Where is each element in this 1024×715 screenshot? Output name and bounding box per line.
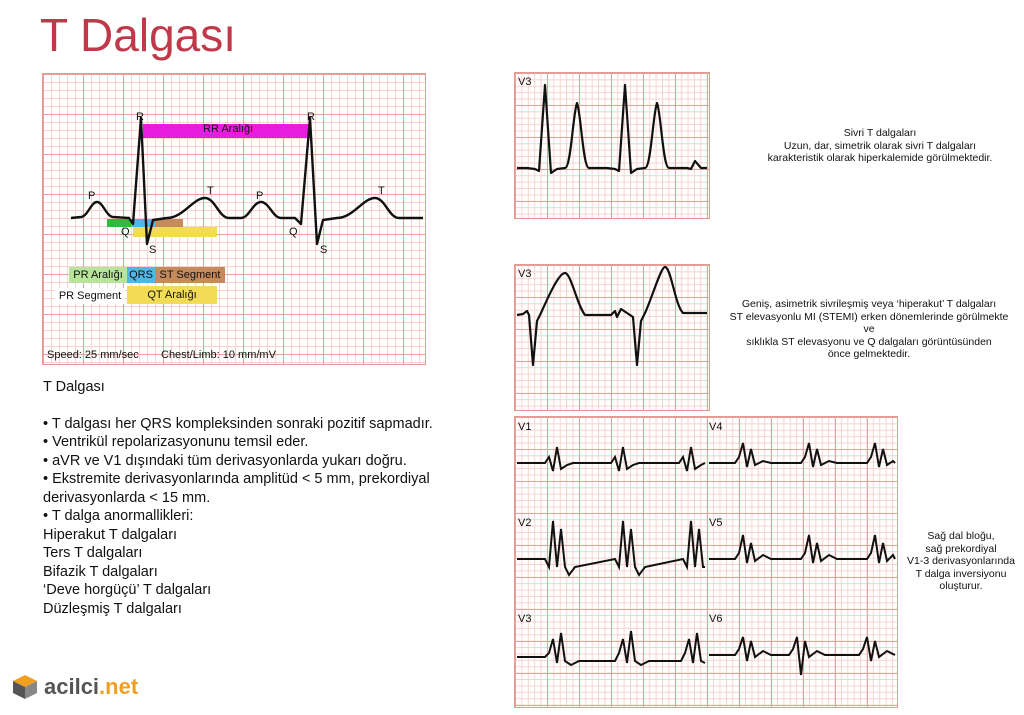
desc-line: Sivri T dalgaları <box>843 127 917 139</box>
body-line: • T dalga anormallikleri: <box>43 508 194 524</box>
st-band <box>155 219 183 227</box>
chest-limb-label: Chest/Limb: 10 mm/mV <box>161 349 276 361</box>
lead-label-v1: V1 <box>518 421 532 433</box>
desc-line: karakteristik olarak hiperkalemide görül… <box>767 152 993 164</box>
site-logo[interactable]: acilci.net <box>12 674 138 700</box>
lead-label-v6: V6 <box>709 613 723 625</box>
legend-st-segment: ST Segment <box>155 267 225 283</box>
ecg-line <box>70 116 423 246</box>
ecg-line <box>517 83 707 175</box>
logo-name: acilci <box>44 674 100 699</box>
q-label-1: Q <box>121 226 130 238</box>
body-line: • T dalgası her QRS kompleksinden sonrak… <box>43 415 433 432</box>
desc-line: sağ prekordiyal <box>925 542 997 555</box>
strip-peaked-t: V3 <box>514 72 710 219</box>
rr-band <box>143 124 311 138</box>
ecg-line-v2 <box>517 520 705 577</box>
q-label-2: Q <box>289 226 298 238</box>
cube-logo-icon <box>13 675 37 699</box>
strip-hyperacute-t: V3 <box>514 264 710 411</box>
s-label-1: S <box>149 244 157 256</box>
speed-label: Speed: 25 mm/sec <box>47 349 139 361</box>
ecg-line-v5 <box>709 534 896 564</box>
ecg-line-v4 <box>709 442 896 468</box>
desc-line: ve <box>863 323 875 335</box>
ecg-line-v1 <box>517 446 706 472</box>
desc-line: T dalga inversiyonu <box>915 567 1007 580</box>
page-title: T Dalgası <box>40 9 237 61</box>
strip-1-trace <box>517 83 707 175</box>
t-label-2: T <box>378 185 385 197</box>
desc-line: Geniş, asimetrik sivrileşmiş veya ‘hiper… <box>741 298 997 310</box>
body-line: Bifazik T dalgaları <box>43 563 158 580</box>
desc-line: Uzun, dar, simetrik olarak sivri T dalga… <box>783 139 977 152</box>
s-label-2: S <box>320 244 328 256</box>
pr-segment-band <box>107 219 131 227</box>
ecg-trace <box>70 116 423 246</box>
lead-label-v5: V5 <box>709 517 723 529</box>
lead-label-v4: V4 <box>709 421 723 433</box>
lead-label: V3 <box>518 268 532 280</box>
desc-line: sıklıkla ST elevasyonu ve Q dalgaları gö… <box>746 335 992 348</box>
body-line: ‘Deve horgüçü’ T dalgaları <box>43 582 212 598</box>
desc-line: V1-3 derivasyonlarında <box>907 555 1015 567</box>
body-line: • aVR ve V1 dışındaki tüm derivasyonlard… <box>43 452 407 469</box>
ecg-line <box>516 265 707 367</box>
t-label-1: T <box>207 185 214 197</box>
lead-label-v3: V3 <box>518 613 532 625</box>
logo-text: acilci.net <box>44 674 138 700</box>
desc-line: önce gelmektedir. <box>827 348 911 360</box>
ecg-diagram: RR Aralığı R R P P T T Q Q S S PR Aralığ… <box>42 73 426 365</box>
legend-qt-interval: QT Aralığı <box>127 286 217 304</box>
r-label-1: R <box>136 111 144 123</box>
lead-label: V3 <box>518 76 532 88</box>
desc-line: oluşturur. <box>939 580 983 592</box>
legend-qrs: QRS <box>127 267 155 283</box>
desc-line: Sağ dal bloğu, <box>927 530 995 542</box>
p-label-1: P <box>88 190 96 202</box>
qrs-band <box>131 219 155 227</box>
r-label-2: R <box>307 111 315 123</box>
strip-rbbb: V1 V2 V3 V4 V5 V6 <box>514 416 898 708</box>
body-line: • Ventrikül repolarizasyonunu temsil ede… <box>43 434 309 450</box>
ecg-line-v6 <box>709 636 896 676</box>
ecg-line-v3 <box>517 630 706 667</box>
body-text: T Dalgası • T dalgası her QRS kompleksin… <box>43 378 493 618</box>
strip-1-description: Sivri T dalgaları Uzun, dar, simetrik ol… <box>735 127 1024 165</box>
body-line: Düzleşmiş T dalgaları <box>43 600 182 617</box>
desc-line: ST elevasyonlu MI (STEMI) erken dönemler… <box>729 310 1009 323</box>
body-line: • Ekstremite derivasyonlarında amplitüd … <box>43 471 430 506</box>
legend-pr-segment: PR Segment <box>55 288 125 304</box>
strip-2-description: Geniş, asimetrik sivrileşmiş veya ‘hiper… <box>714 298 1024 361</box>
p-label-2: P <box>256 190 264 202</box>
strip-3-description: Sağ dal bloğu, sağ prekordiyal V1-3 deri… <box>900 530 1022 593</box>
rr-label: RR Aralığı <box>203 123 254 135</box>
lead-label-v2: V2 <box>518 517 532 529</box>
body-line: Ters T dalgaları <box>43 545 143 561</box>
body-heading: T Dalgası <box>43 379 105 395</box>
legend-pr-interval: PR Aralığı <box>69 267 127 283</box>
logo-tld: .net <box>99 674 139 699</box>
body-line: Hiperakut T dalgaları <box>43 526 178 543</box>
qt-band <box>133 227 217 237</box>
strip-3-traces <box>517 442 896 676</box>
strip-2-trace <box>516 265 707 367</box>
